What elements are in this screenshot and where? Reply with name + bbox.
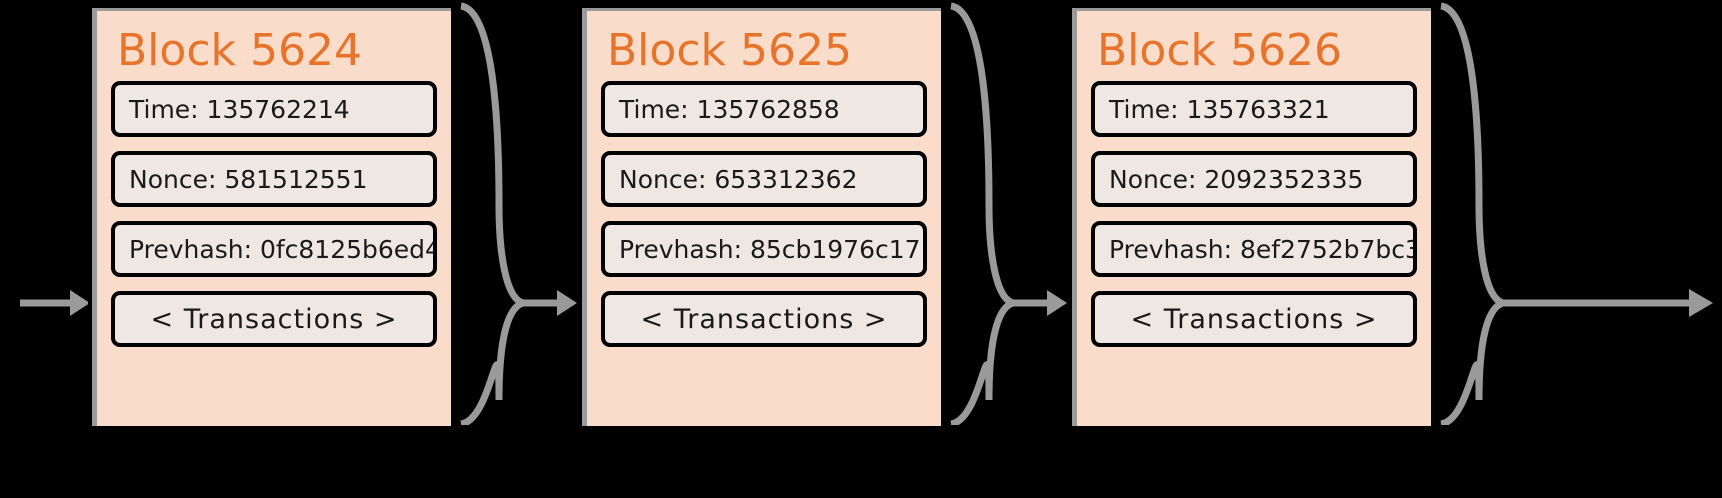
block-time-field: Time: 135763321 <box>1091 81 1417 137</box>
incoming-arrow-icon <box>20 290 90 316</box>
block-chain-row: Block 5624 Time: 135762214 Nonce: 581512… <box>0 0 1722 428</box>
block-nonce-field: Nonce: 653312362 <box>601 151 927 207</box>
block-prevhash-field: Prevhash: 8ef2752b7bc3 <box>1091 221 1417 277</box>
chain-link-arrow-icon <box>949 2 1067 425</box>
block-time-field: Time: 135762214 <box>111 81 437 137</box>
block-transactions-button[interactable]: < Transactions > <box>1091 291 1417 347</box>
chain-connector <box>943 0 1068 425</box>
block-card[interactable]: Block 5625 Time: 135762858 Nonce: 653312… <box>578 0 943 426</box>
block-prevhash-field: Prevhash: 85cb1976c171 <box>601 221 927 277</box>
chain-connector <box>453 0 578 425</box>
lead-in-arrow-area <box>0 0 90 425</box>
block-body: Block 5626 Time: 135763321 Nonce: 209235… <box>1072 8 1431 426</box>
block-transactions-button[interactable]: < Transactions > <box>601 291 927 347</box>
block-transactions-button[interactable]: < Transactions > <box>111 291 437 347</box>
block-title: Block 5624 <box>117 25 362 76</box>
block-nonce-field: Nonce: 2092352335 <box>1091 151 1417 207</box>
block-prevhash-field: Prevhash: 0fc8125b6ed4 <box>111 221 437 277</box>
tail-out-arrow-area <box>1433 0 1722 428</box>
block-body: Block 5625 Time: 135762858 Nonce: 653312… <box>582 8 941 426</box>
block-body: Block 5624 Time: 135762214 Nonce: 581512… <box>92 8 451 426</box>
block-nonce-field: Nonce: 581512551 <box>111 151 437 207</box>
outgoing-arrow-icon <box>1439 2 1713 428</box>
chain-link-arrow-icon <box>459 2 577 425</box>
block-card[interactable]: Block 5624 Time: 135762214 Nonce: 581512… <box>88 0 453 426</box>
block-title: Block 5625 <box>607 25 852 76</box>
block-title: Block 5626 <box>1097 25 1342 76</box>
block-card[interactable]: Block 5626 Time: 135763321 Nonce: 209235… <box>1068 0 1433 426</box>
block-time-field: Time: 135762858 <box>601 81 927 137</box>
